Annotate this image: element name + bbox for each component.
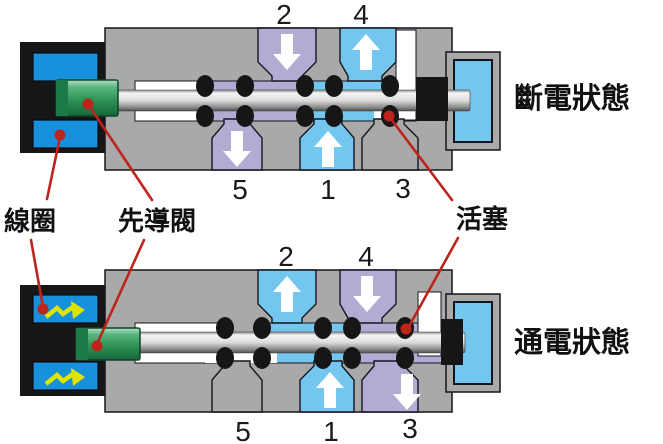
o-ring-seal bbox=[216, 347, 234, 369]
port-1-number: 1 bbox=[323, 416, 339, 444]
pointer-dot bbox=[383, 110, 395, 122]
energized-valve: 2 4 5 1 3 通電狀態 bbox=[20, 241, 630, 444]
o-ring-seal bbox=[196, 75, 214, 97]
coil-label: 線圈 bbox=[4, 206, 56, 236]
pointer-dot bbox=[37, 303, 49, 315]
pointer-dot bbox=[54, 129, 66, 141]
pointer-dot bbox=[82, 98, 94, 110]
port-5-number: 5 bbox=[235, 416, 251, 444]
pilot-valve-end bbox=[76, 328, 88, 360]
pointer-line-pilot-top bbox=[88, 105, 154, 202]
state-label-energized: 通電狀態 bbox=[514, 325, 630, 359]
port-3-number: 3 bbox=[402, 413, 418, 444]
spool-collar bbox=[416, 77, 448, 121]
o-ring-seal bbox=[196, 105, 214, 127]
deenergized-valve: 2 4 5 1 3 斷電狀態 bbox=[20, 0, 630, 205]
closed-port-slot bbox=[205, 353, 277, 363]
coil-winding bbox=[32, 119, 99, 149]
o-ring-seal bbox=[343, 317, 361, 339]
o-ring-seal bbox=[325, 75, 343, 97]
port-1-number: 1 bbox=[320, 174, 336, 205]
port-2-number: 2 bbox=[276, 0, 292, 30]
end-cap-chamber bbox=[453, 301, 493, 385]
state-label-deenergized: 斷電狀態 bbox=[514, 81, 630, 115]
o-ring-seal bbox=[314, 347, 332, 369]
pilot-valve-label: 先導閥 bbox=[118, 206, 196, 236]
port-4-number: 4 bbox=[358, 241, 374, 272]
piston-label: 活塞 bbox=[456, 204, 508, 234]
spool-rod bbox=[59, 89, 471, 112]
spool-collar bbox=[441, 319, 463, 365]
port-3-number: 3 bbox=[395, 173, 411, 204]
o-ring-seal bbox=[396, 347, 414, 369]
port-5-number: 5 bbox=[232, 174, 248, 205]
o-ring-seal bbox=[216, 317, 234, 339]
pilot-valve-end bbox=[56, 80, 68, 116]
o-ring-seal bbox=[236, 75, 254, 97]
o-ring-seal bbox=[314, 317, 332, 339]
pointer-line-pilot-bottom bbox=[95, 238, 146, 346]
port-4-number: 4 bbox=[353, 0, 369, 30]
o-ring-seal bbox=[325, 105, 343, 127]
pointer-line-piston-bottom bbox=[405, 236, 460, 332]
annotations: 線圈 先導閥 活塞 bbox=[4, 98, 508, 352]
pointer-dot bbox=[400, 323, 412, 335]
port-2-number: 2 bbox=[278, 241, 294, 272]
o-ring-seal bbox=[343, 347, 361, 369]
o-ring-seal bbox=[296, 75, 314, 97]
pointer-line-piston-top bbox=[389, 117, 454, 202]
o-ring-seal bbox=[253, 347, 271, 369]
o-ring-seal bbox=[381, 75, 399, 97]
coil-winding bbox=[32, 52, 99, 82]
pointer-line-coil-bottom bbox=[29, 238, 45, 309]
coil-winding bbox=[32, 361, 99, 391]
o-ring-seal bbox=[236, 105, 254, 127]
pointer-dot bbox=[91, 340, 103, 352]
pointer-line-coil-top bbox=[45, 135, 62, 201]
o-ring-seal bbox=[253, 317, 271, 339]
o-ring-seal bbox=[296, 105, 314, 127]
